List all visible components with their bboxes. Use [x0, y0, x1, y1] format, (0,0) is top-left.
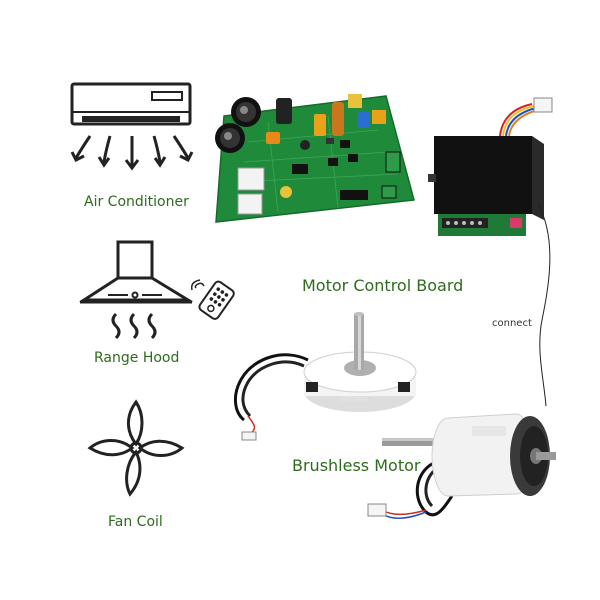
label-motor-control-board: Motor Control Board	[302, 276, 464, 295]
label-connect: connect	[492, 318, 532, 329]
range-hood-icon	[78, 240, 194, 340]
motor-control-pcb-image	[215, 94, 415, 223]
brushless-motor-image-1	[234, 312, 417, 441]
label-brushless-motor: Brushless Motor	[292, 456, 421, 475]
label-air-conditioner: Air Conditioner	[84, 194, 189, 210]
control-box-image	[428, 97, 553, 236]
label-fan-coil: Fan Coil	[108, 514, 163, 530]
label-range-hood: Range Hood	[94, 350, 180, 366]
fan-coil-icon	[87, 399, 185, 497]
brushless-motor-image-2	[367, 413, 556, 519]
air-conditioner-icon	[70, 82, 194, 171]
remote-control-icon	[190, 279, 235, 320]
connect-line	[537, 203, 551, 407]
